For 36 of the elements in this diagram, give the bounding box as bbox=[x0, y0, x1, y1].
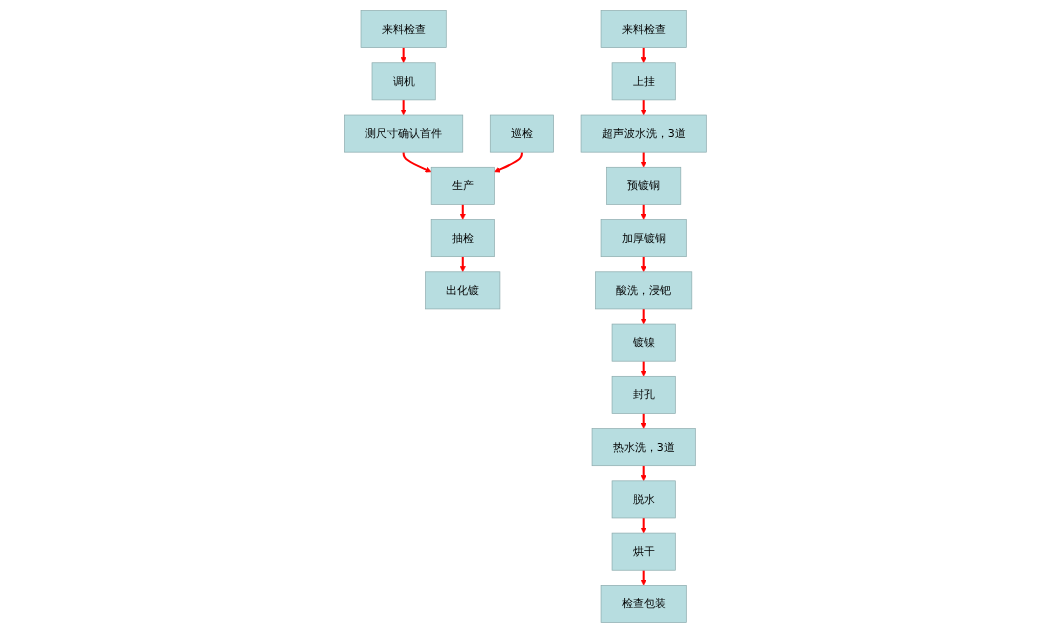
node-box: 镀镍 bbox=[611, 323, 676, 362]
arrow bbox=[640, 517, 647, 534]
arrow bbox=[640, 152, 647, 168]
arrow bbox=[640, 99, 647, 116]
node-box: 生产 bbox=[430, 166, 495, 205]
node-box: 测尺寸确认首件 bbox=[344, 114, 464, 153]
node-box: 上挂 bbox=[611, 62, 676, 101]
node-box: 来料检查 bbox=[600, 10, 687, 48]
arrow bbox=[459, 256, 466, 273]
node-box: 来料检查 bbox=[360, 10, 447, 48]
arrow bbox=[494, 152, 523, 173]
arrow bbox=[640, 570, 647, 586]
arrow bbox=[640, 465, 647, 482]
node-box: 脱水 bbox=[611, 480, 676, 519]
node-box: 调机 bbox=[371, 62, 436, 101]
node-box: 封孔 bbox=[611, 375, 676, 414]
arrow bbox=[640, 308, 647, 325]
node-box: 检查包装 bbox=[600, 585, 687, 623]
arrow bbox=[400, 47, 407, 64]
node-box: 热水洗，3道 bbox=[591, 428, 696, 467]
arrow bbox=[640, 204, 647, 220]
arrow bbox=[459, 204, 466, 220]
node-box: 烘干 bbox=[611, 532, 676, 571]
arrow bbox=[400, 99, 407, 116]
arrow bbox=[640, 47, 647, 64]
arrow bbox=[402, 152, 432, 173]
arrow bbox=[640, 256, 647, 273]
node-box: 抽检 bbox=[430, 219, 495, 257]
node-box: 巡检 bbox=[490, 114, 554, 153]
node-box: 加厚镀铜 bbox=[600, 219, 687, 257]
node-box: 酸洗，浸钯 bbox=[595, 271, 693, 310]
arrow bbox=[640, 361, 647, 377]
node-box: 出化镀 bbox=[425, 271, 501, 310]
node-box: 预镀铜 bbox=[606, 166, 682, 205]
node-box: 超声波水洗，3道 bbox=[580, 114, 707, 153]
arrow bbox=[640, 413, 647, 429]
